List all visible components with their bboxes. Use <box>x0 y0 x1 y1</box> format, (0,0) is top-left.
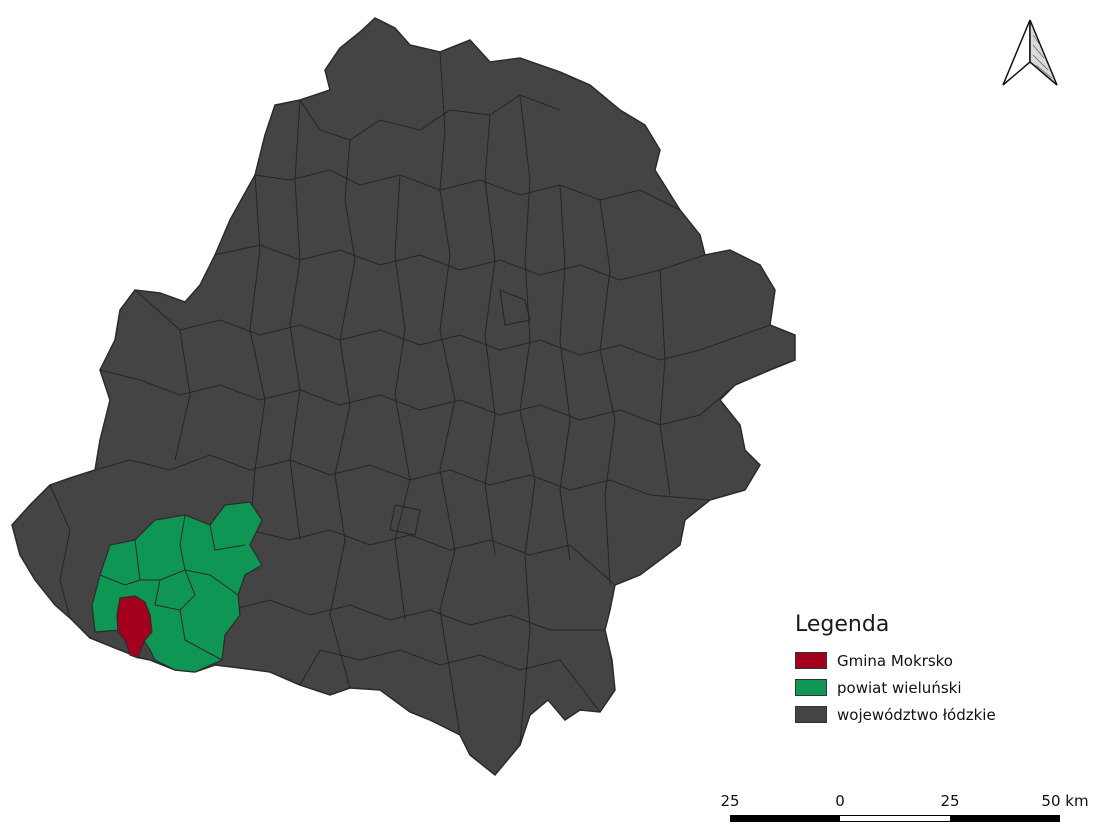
scale-segment-3 <box>950 815 1060 822</box>
gmina-borders <box>49 51 771 746</box>
legend-label: Gmina Mokrsko <box>837 651 953 670</box>
legend-swatch-powiat-wielunski <box>795 679 827 696</box>
legend: Legenda Gmina Mokrsko powiat wieluński w… <box>795 612 996 728</box>
legend-swatch-wojewodztwo-lodzkie <box>795 706 827 723</box>
scale-segment-1 <box>730 815 840 822</box>
legend-label: powiat wieluński <box>837 678 962 697</box>
gmina-mokrsko-region <box>116 595 153 659</box>
voivodeship-lodzkie-region <box>11 17 796 777</box>
scale-label-mid: 25 <box>940 792 960 810</box>
powiat-wielunski-borders <box>99 514 246 661</box>
legend-label: województwo łódzkie <box>837 705 996 724</box>
scale-bar: 25 0 25 50 km <box>720 792 1090 825</box>
legend-item-powiat-wielunski: powiat wieluński <box>795 674 996 701</box>
legend-swatch-gmina-mokrsko <box>795 652 827 669</box>
scale-label-left: 25 <box>720 792 740 810</box>
scale-segment-2 <box>840 815 950 822</box>
legend-item-gmina-mokrsko: Gmina Mokrsko <box>795 647 996 674</box>
legend-item-wojewodztwo-lodzkie: województwo łódzkie <box>795 701 996 728</box>
legend-title: Legenda <box>795 612 890 637</box>
north-arrow-icon <box>1002 19 1058 86</box>
scale-label-end: 50 km <box>1041 792 1089 810</box>
scale-label-zero: 0 <box>835 792 845 810</box>
